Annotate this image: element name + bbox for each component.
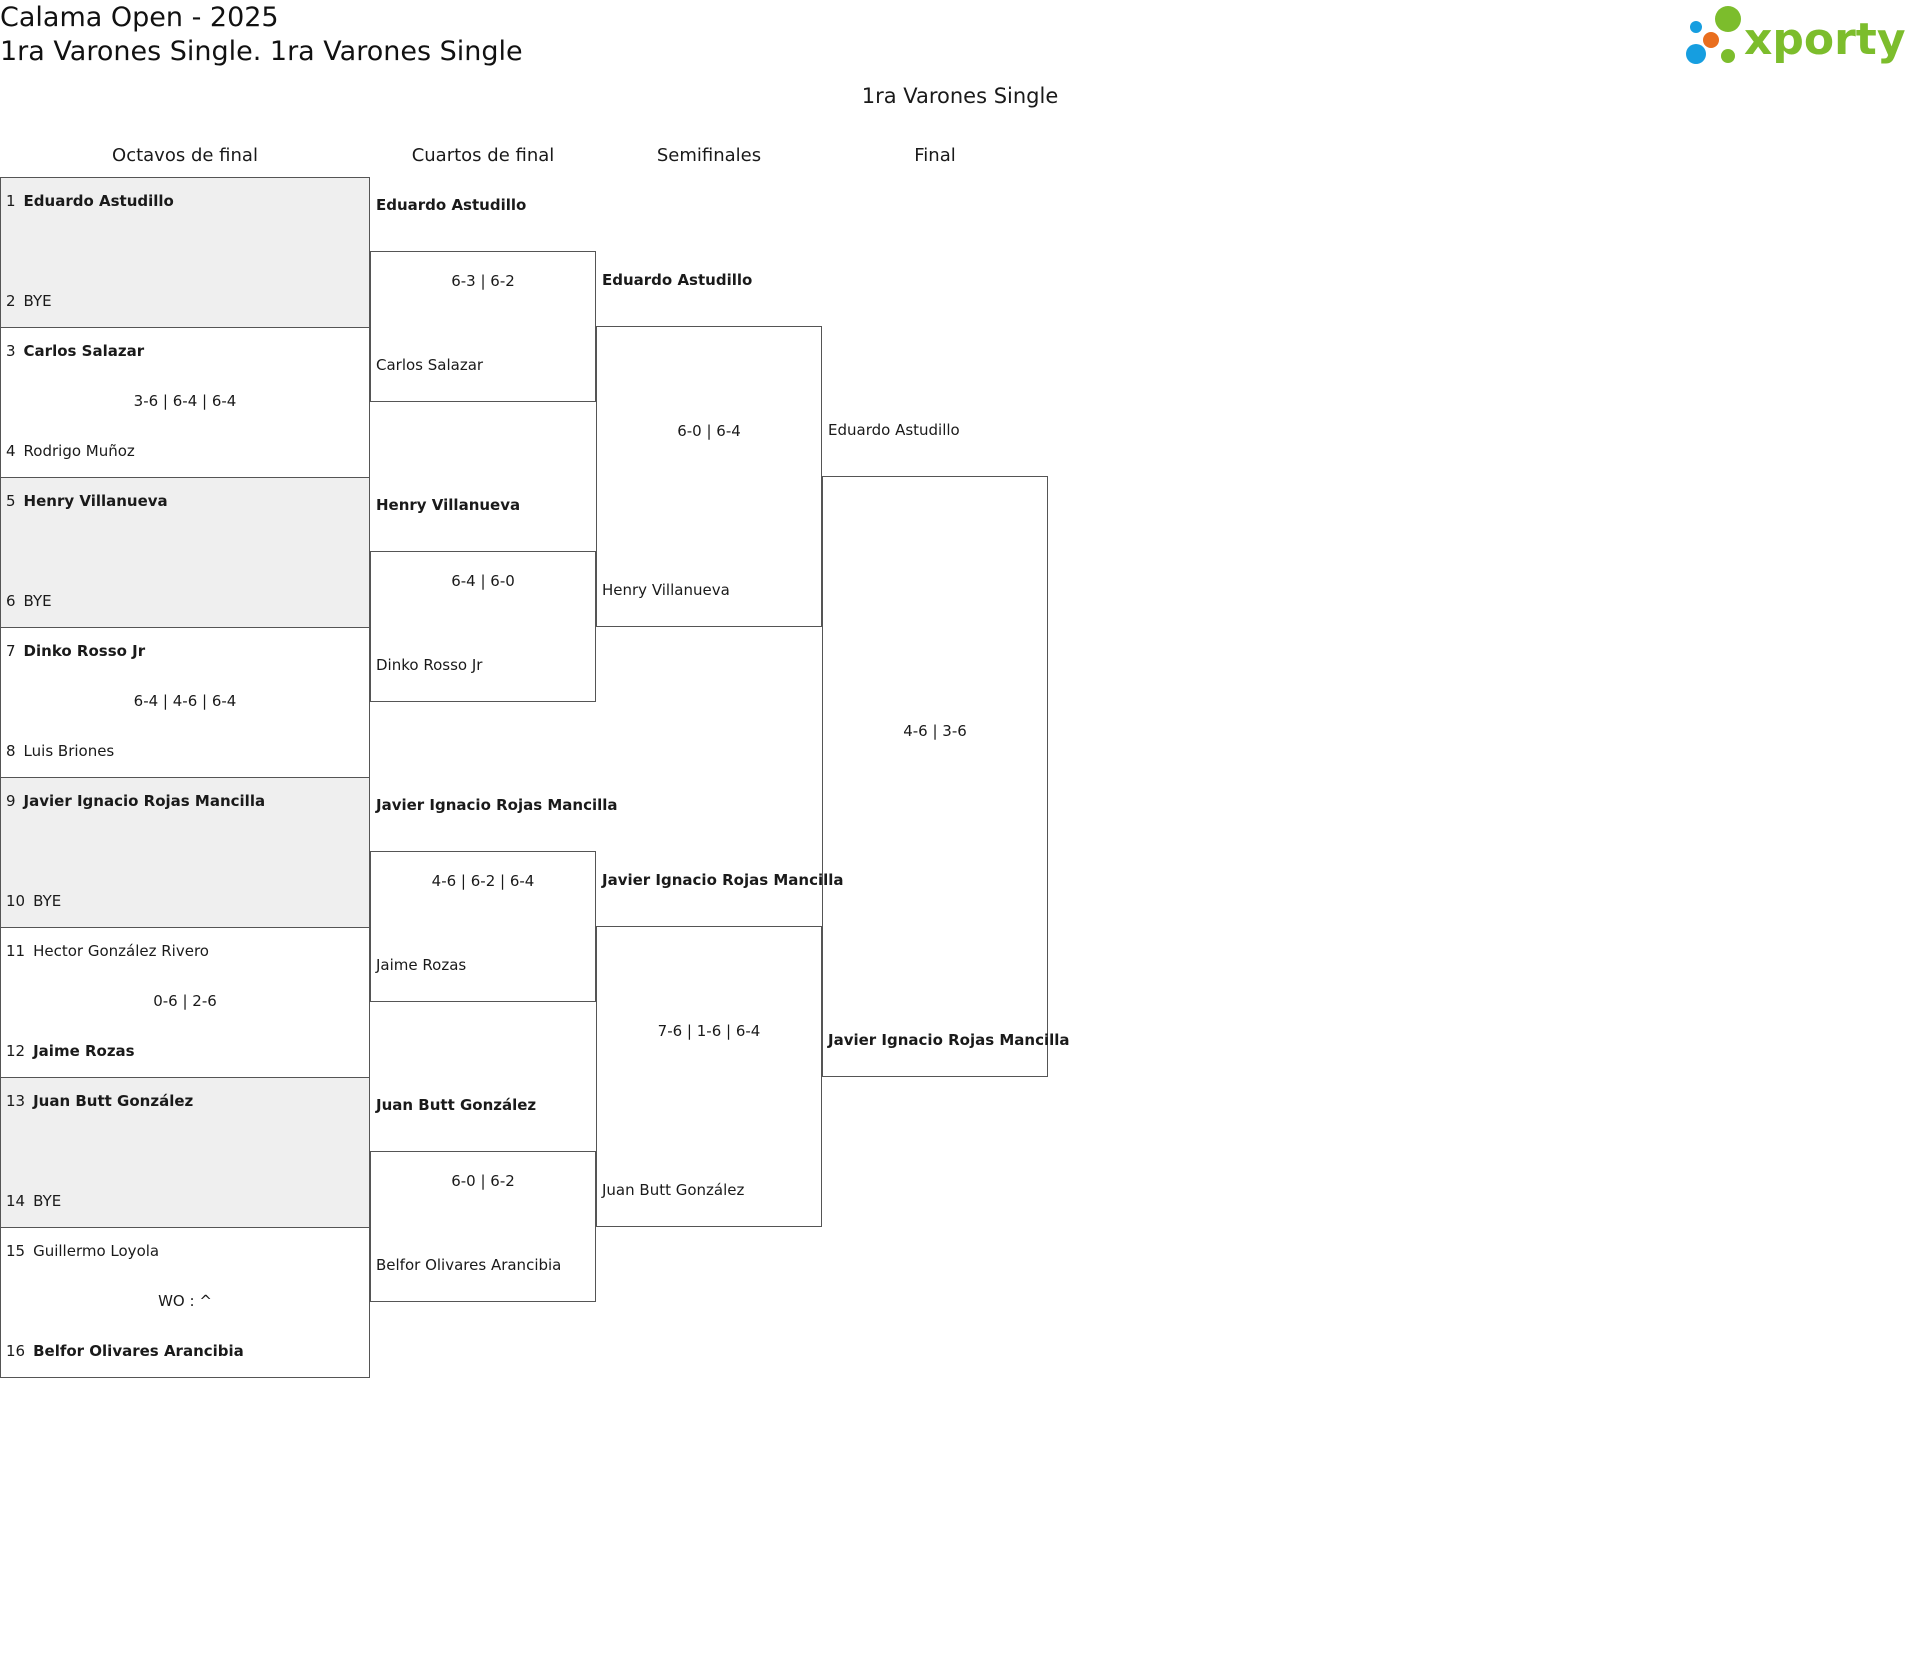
quarterfinals-player-top[interactable]: Javier Ignacio Rojas Mancilla bbox=[376, 796, 618, 814]
player-name[interactable]: Javier Ignacio Rojas Mancilla bbox=[23, 792, 266, 810]
quarterfinals-player-bottom[interactable]: Carlos Salazar bbox=[376, 356, 484, 374]
seed-number: 15 bbox=[6, 1242, 26, 1260]
quarterfinals-match-connector bbox=[370, 851, 596, 1002]
quarterfinals-match-connector bbox=[370, 1151, 596, 1302]
r16-match bbox=[0, 177, 370, 328]
semifinals-player-bottom[interactable]: Henry Villanueva bbox=[602, 581, 730, 599]
seed-number: 16 bbox=[6, 1342, 26, 1360]
quarterfinals-player-bottom[interactable]: Belfor Olivares Arancibia bbox=[376, 1256, 562, 1274]
r16-player-bottom: 14 BYE bbox=[6, 1192, 61, 1210]
quarterfinals-match-connector bbox=[370, 551, 596, 702]
category-title: 1ra Varones Single. 1ra Varones Single bbox=[0, 36, 523, 67]
player-name[interactable]: Juan Butt González bbox=[33, 1092, 194, 1110]
xporty-logo: xporty bbox=[1686, 6, 1906, 65]
player-name[interactable]: Dinko Rosso Jr bbox=[23, 642, 146, 660]
quarterfinals-player-bottom[interactable]: Dinko Rosso Jr bbox=[376, 656, 483, 674]
r16-player-top: 7 Dinko Rosso Jr bbox=[6, 642, 145, 660]
final-match-connector bbox=[822, 476, 1048, 1077]
match-score: 7-6 | 1-6 | 6-4 bbox=[657, 1021, 761, 1040]
r16-player-top: 3 Carlos Salazar bbox=[6, 342, 144, 360]
seed-number: 6 bbox=[6, 592, 16, 610]
logo-dot-blue-small bbox=[1690, 21, 1702, 33]
semifinals-player-bottom[interactable]: Juan Butt González bbox=[602, 1181, 745, 1199]
player-name[interactable]: BYE bbox=[33, 1192, 62, 1210]
r16-player-bottom: 2 BYE bbox=[6, 292, 52, 310]
player-name[interactable]: Jaime Rozas bbox=[33, 1042, 135, 1060]
match-score: 6-3 | 6-2 bbox=[451, 271, 515, 290]
semifinals-player-top[interactable]: Eduardo Astudillo bbox=[602, 271, 753, 289]
player-name[interactable]: Eduardo Astudillo bbox=[23, 192, 174, 210]
seed-number: 5 bbox=[6, 492, 16, 510]
match-score: 4-6 | 3-6 bbox=[903, 721, 967, 740]
match-score: 6-4 | 4-6 | 6-4 bbox=[133, 692, 237, 710]
semifinals-match-connector bbox=[596, 326, 822, 627]
r16-player-top: 5 Henry Villanueva bbox=[6, 492, 168, 510]
semifinals-match-connector bbox=[596, 926, 822, 1227]
round-header-cuartos: Cuartos de final bbox=[411, 145, 555, 166]
r16-player-bottom: 4 Rodrigo Muñoz bbox=[6, 442, 135, 460]
r16-player-top: 1 Eduardo Astudillo bbox=[6, 192, 174, 210]
seed-number: 8 bbox=[6, 742, 16, 760]
event-title: Calama Open - 2025 bbox=[0, 2, 279, 33]
logo-wordmark: xporty bbox=[1744, 14, 1906, 65]
final-player-top[interactable]: Eduardo Astudillo bbox=[828, 421, 960, 439]
r16-match bbox=[0, 1077, 370, 1228]
seed-number: 9 bbox=[6, 792, 16, 810]
match-score: 6-0 | 6-4 bbox=[677, 421, 741, 440]
match-score: 6-4 | 6-0 bbox=[451, 571, 515, 590]
logo-dot-blue-large bbox=[1686, 44, 1706, 64]
player-name[interactable]: BYE bbox=[23, 592, 52, 610]
seed-number: 12 bbox=[6, 1042, 26, 1060]
seed-number: 11 bbox=[6, 942, 26, 960]
player-name[interactable]: Carlos Salazar bbox=[23, 342, 145, 360]
r16-player-top: 11 Hector González Rivero bbox=[6, 942, 209, 960]
semifinals-player-top[interactable]: Javier Ignacio Rojas Mancilla bbox=[602, 871, 844, 889]
seed-number: 14 bbox=[6, 1192, 26, 1210]
seed-number: 1 bbox=[6, 192, 16, 210]
round-header-octavos: Octavos de final bbox=[112, 145, 258, 166]
seed-number: 7 bbox=[6, 642, 16, 660]
round-header-final: Final bbox=[914, 145, 956, 166]
quarterfinals-player-top[interactable]: Juan Butt González bbox=[376, 1096, 537, 1114]
seed-number: 10 bbox=[6, 892, 26, 910]
r16-player-top: 13 Juan Butt González bbox=[6, 1092, 193, 1110]
r16-player-bottom: 16 Belfor Olivares Arancibia bbox=[6, 1342, 244, 1360]
match-score: 0-6 | 2-6 bbox=[153, 992, 217, 1010]
logo-dot-green-large bbox=[1715, 6, 1741, 32]
seed-number: 3 bbox=[6, 342, 16, 360]
final-player-bottom[interactable]: Javier Ignacio Rojas Mancilla bbox=[828, 1031, 1070, 1049]
r16-player-bottom: 6 BYE bbox=[6, 592, 52, 610]
quarterfinals-match-connector bbox=[370, 251, 596, 402]
r16-player-bottom: 12 Jaime Rozas bbox=[6, 1042, 135, 1060]
player-name[interactable]: Henry Villanueva bbox=[23, 492, 168, 510]
match-score: WO : ^ bbox=[158, 1292, 212, 1310]
quarterfinals-player-top[interactable]: Henry Villanueva bbox=[376, 496, 521, 514]
match-score: 6-0 | 6-2 bbox=[451, 1171, 515, 1190]
quarterfinals-player-top[interactable]: Eduardo Astudillo bbox=[376, 196, 527, 214]
seed-number: 4 bbox=[6, 442, 16, 460]
seed-number: 13 bbox=[6, 1092, 26, 1110]
r16-player-bottom: 10 BYE bbox=[6, 892, 61, 910]
player-name[interactable]: BYE bbox=[33, 892, 62, 910]
r16-player-bottom: 8 Luis Briones bbox=[6, 742, 114, 760]
r16-match bbox=[0, 777, 370, 928]
r16-player-top: 9 Javier Ignacio Rojas Mancilla bbox=[6, 792, 265, 810]
r16-match bbox=[0, 1227, 370, 1378]
logo-dot-orange bbox=[1703, 32, 1719, 48]
r16-match bbox=[0, 477, 370, 628]
quarterfinals-player-bottom[interactable]: Jaime Rozas bbox=[376, 956, 467, 974]
logo-dot-green-small bbox=[1721, 49, 1735, 63]
player-name[interactable]: BYE bbox=[23, 292, 52, 310]
player-name[interactable]: Rodrigo Muñoz bbox=[23, 442, 135, 460]
draw-title: 1ra Varones Single bbox=[861, 84, 1059, 108]
player-name[interactable]: Belfor Olivares Arancibia bbox=[33, 1342, 244, 1360]
player-name[interactable]: Hector González Rivero bbox=[33, 942, 209, 960]
r16-player-top: 15 Guillermo Loyola bbox=[6, 1242, 159, 1260]
seed-number: 2 bbox=[6, 292, 16, 310]
match-score: 3-6 | 6-4 | 6-4 bbox=[133, 392, 237, 410]
match-score: 4-6 | 6-2 | 6-4 bbox=[431, 871, 535, 890]
player-name[interactable]: Luis Briones bbox=[23, 742, 115, 760]
round-header-semis: Semifinales bbox=[656, 145, 762, 166]
player-name[interactable]: Guillermo Loyola bbox=[33, 1242, 160, 1260]
